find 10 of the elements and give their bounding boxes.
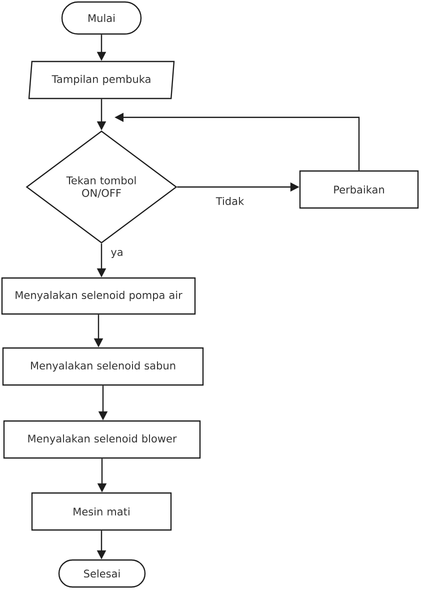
process-box: Menyalakan selenoid sabun [2,347,204,386]
input-parallelogram: Tampilan pembuka [28,60,175,100]
edge-label: ya [110,248,124,260]
edge-label: Tidak [214,196,246,206]
terminal-box: Mulai [61,1,142,35]
terminal-box: Selesai [58,559,146,588]
process-box: Menyalakan selenoid pompa air [1,277,196,315]
process-box: Perbaikan [299,170,419,209]
process-box: Menyalakan selenoid blower [3,420,201,459]
process-box: Mesin mati [31,492,172,531]
